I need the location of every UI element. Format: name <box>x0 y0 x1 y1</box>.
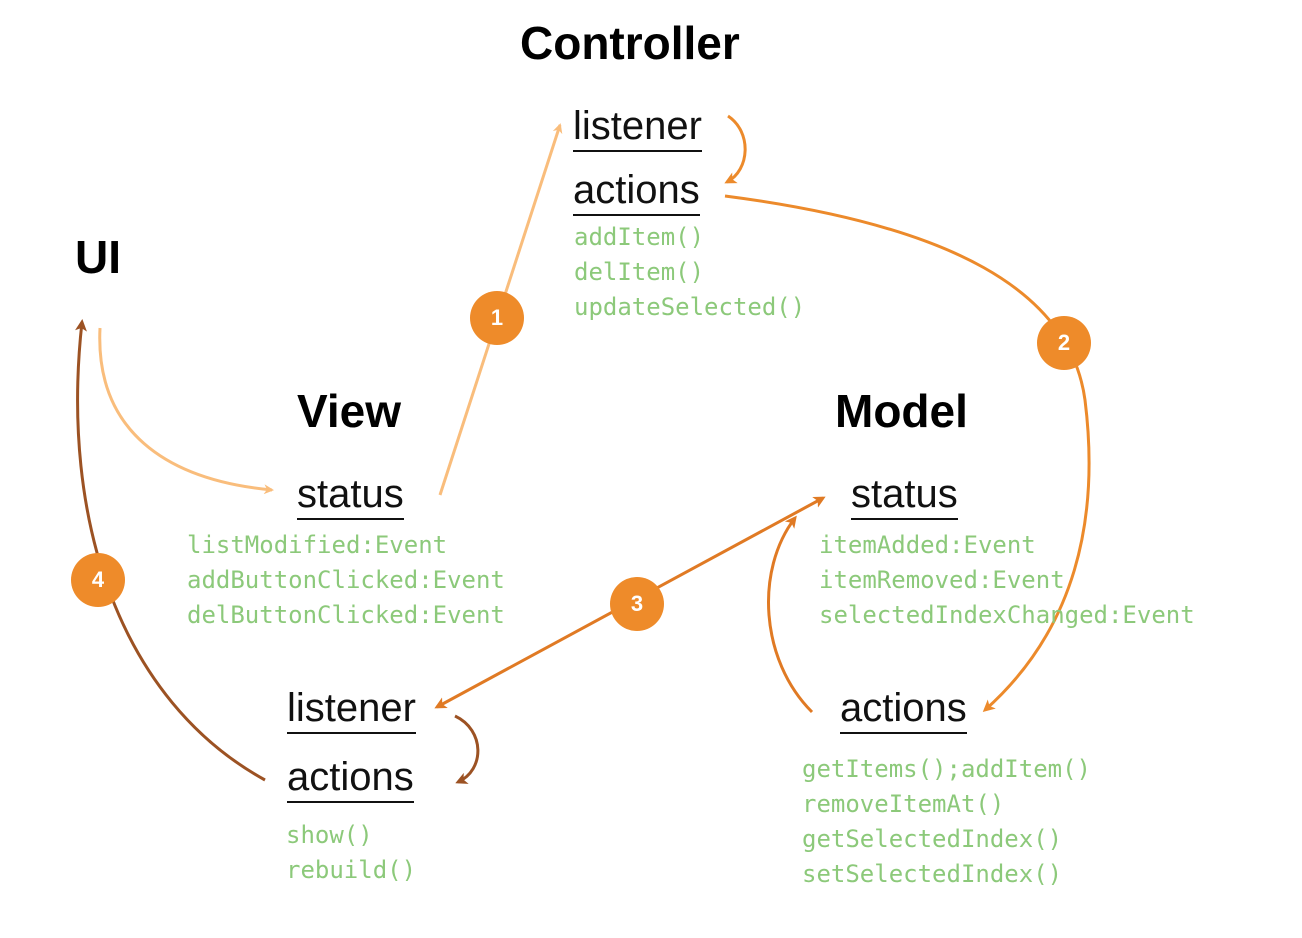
view-method: rebuild() <box>286 856 417 884</box>
view-status-label: status <box>297 474 404 520</box>
model-methods: getItems();addItem() removeItemAt() getS… <box>802 752 1091 892</box>
arrow-controller-actions-to-model-actions <box>724 194 1091 712</box>
view-method: show() <box>286 821 373 849</box>
view-event: addButtonClicked:Event <box>187 566 505 594</box>
controller-methods: addItem() delItem() updateSelected() <box>574 220 805 325</box>
model-method: getItems();addItem() <box>802 755 1091 783</box>
arrow-model-actions-to-status <box>767 515 814 714</box>
step-badge-3: 3 <box>610 577 664 631</box>
model-method: getSelectedIndex() <box>802 825 1063 853</box>
controller-method: addItem() <box>574 223 705 251</box>
model-title: Model <box>835 385 968 437</box>
view-event: listModified:Event <box>187 531 448 559</box>
model-event: selectedIndexChanged:Event <box>819 601 1195 629</box>
view-listener-label: listener <box>287 688 416 734</box>
step-badge-2: 2 <box>1037 316 1091 370</box>
view-events: listModified:Event addButtonClicked:Even… <box>187 528 505 633</box>
arrow-ui-to-view-status <box>98 327 274 495</box>
arrow-view-listener-to-actions <box>454 714 480 784</box>
model-method: removeItemAt() <box>802 790 1005 818</box>
model-event: itemRemoved:Event <box>819 566 1065 594</box>
ui-title: UI <box>75 231 121 283</box>
controller-method: delItem() <box>574 258 705 286</box>
step-badge-4: 4 <box>71 553 125 607</box>
model-events: itemAdded:Event itemRemoved:Event select… <box>819 528 1195 633</box>
model-actions-label: actions <box>840 688 967 734</box>
view-event: delButtonClicked:Event <box>187 601 505 629</box>
view-methods: show() rebuild() <box>286 818 416 888</box>
controller-title: Controller <box>520 17 740 69</box>
view-title: View <box>297 385 401 437</box>
arrow-controller-listener-to-actions <box>724 114 747 184</box>
controller-listener-label: listener <box>573 106 702 152</box>
model-event: itemAdded:Event <box>819 531 1036 559</box>
step-badge-1: 1 <box>470 291 524 345</box>
model-status-label: status <box>851 474 958 520</box>
view-actions-label: actions <box>287 757 414 803</box>
model-method: setSelectedIndex() <box>802 860 1063 888</box>
controller-method: updateSelected() <box>574 293 806 321</box>
controller-actions-label: actions <box>573 170 700 216</box>
